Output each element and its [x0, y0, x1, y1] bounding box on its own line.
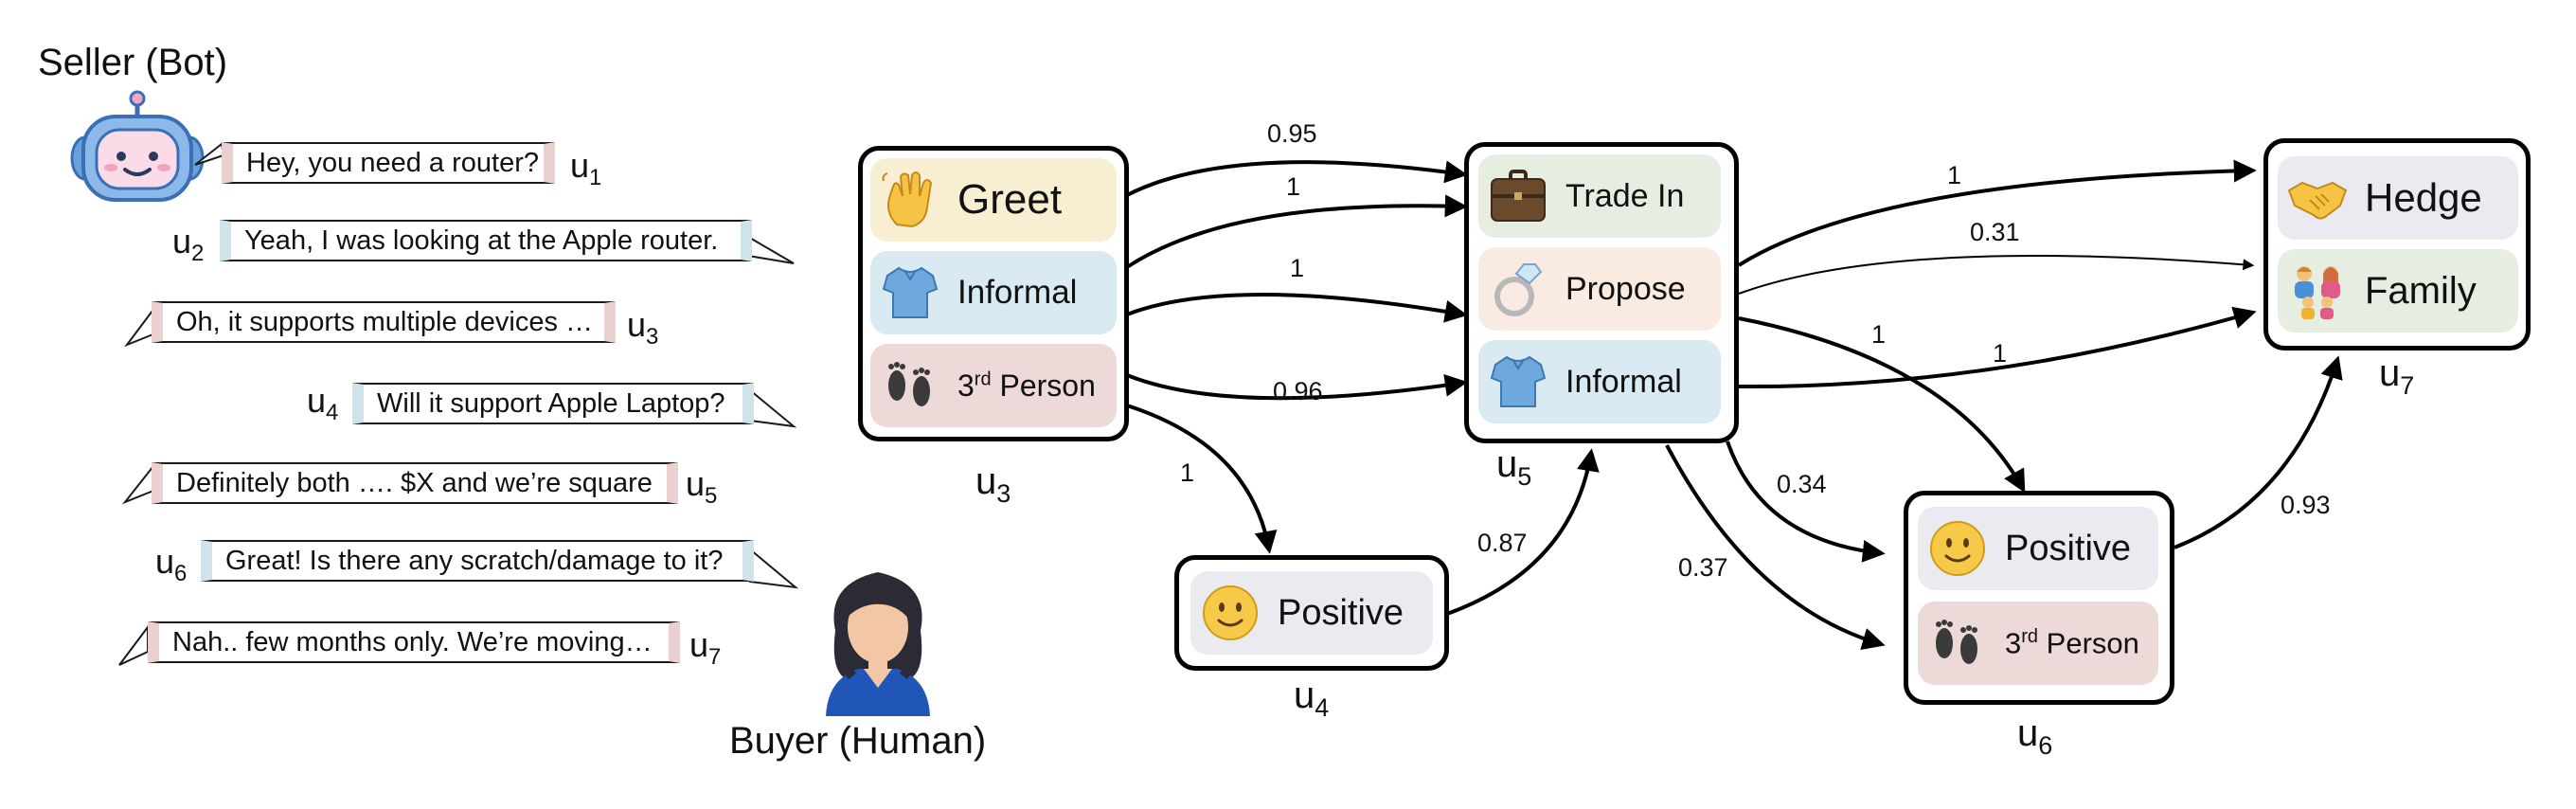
edge-weight: 0.34	[1777, 470, 1827, 498]
utterance-label: u2	[172, 222, 205, 267]
buyer-label: Buyer (Human)	[729, 720, 987, 762]
node-u7: Hedge Family	[2263, 138, 2531, 351]
footprints-icon	[1936, 620, 1977, 664]
chat-text: Definitely both …. $X and we’re square	[176, 467, 653, 498]
edge-u5-propose-u7-family	[1738, 255, 2255, 295]
edge-weight: 1	[1180, 458, 1195, 487]
edge-weight: 0.37	[1678, 553, 1728, 582]
edge-u3-informal-u5-tradein	[1125, 194, 1468, 269]
chat-text: Oh, it supports multiple devices …	[176, 306, 594, 337]
node-u6: Positive 3rd Person	[1904, 491, 2174, 705]
edge-u5-propose-u6-positive	[1738, 316, 2026, 494]
edge-weight: 1	[1871, 320, 1887, 349]
tag-text: Greet	[957, 176, 1063, 223]
chat-bubble-5: Definitely both …. $X and we’re square	[152, 462, 678, 504]
chat-bubble-1: Hey, you need a router?	[222, 142, 555, 184]
utterance-label: u6	[155, 542, 188, 587]
tag-text: 3rd Person	[957, 368, 1096, 403]
chat-text: Nah.. few months only. We’re moving…	[172, 626, 653, 657]
utterance-label: u5	[686, 464, 718, 510]
edge-u5-u6-positive	[1726, 440, 1886, 563]
edge-weight: 0.96	[1273, 377, 1323, 405]
utterance-label: u3	[627, 305, 659, 351]
robot-avatar-icon	[70, 90, 205, 202]
briefcase-icon	[1491, 170, 1546, 222]
smiley-icon	[1203, 585, 1258, 640]
tag-text: Informal	[1565, 363, 1682, 400]
tag-text: 3rd Person	[2005, 625, 2139, 660]
edge-u3-u4	[1126, 404, 1278, 554]
tag-informal: Informal	[1478, 340, 1721, 423]
edge-weight: 1	[1286, 172, 1301, 201]
chat-text: Hey, you need a router?	[246, 147, 539, 178]
node-u4: Positive	[1174, 555, 1449, 671]
tag-text: Trade In	[1565, 177, 1685, 214]
chat-bubble-2: Yeah, I was looking at the Apple router.	[220, 220, 752, 261]
tag-positive: Positive	[1918, 507, 2158, 590]
edge-weight: 1	[1290, 254, 1305, 282]
family-icon	[2295, 266, 2340, 319]
tag-text: Family	[2365, 269, 2477, 312]
edge-weight: 0.95	[1267, 119, 1317, 148]
shirt-icon	[882, 266, 939, 318]
smiley-icon	[1930, 521, 1985, 576]
utterance-label: u7	[689, 625, 722, 671]
edge-weight: 0.87	[1477, 529, 1528, 557]
footprints-icon	[888, 362, 930, 406]
edge-weight: 1	[1993, 339, 2008, 368]
tag-text: Propose	[1565, 270, 1686, 307]
tag-text: Informal	[957, 274, 1078, 311]
utterance-label: u1	[570, 146, 602, 191]
edge-u5-tradein-u7-hedge	[1737, 159, 2257, 267]
chat-bubble-6: Great! Is there any scratch/damage to it…	[201, 540, 754, 582]
tag-positive: Positive	[1190, 571, 1433, 655]
chat-bubble-4: Will it support Apple Laptop?	[352, 383, 754, 424]
waving-hand-icon	[882, 171, 933, 228]
node-label-u7: u7	[2379, 352, 2415, 400]
tag-propose: Propose	[1478, 247, 1721, 331]
edge-u5-u6-person	[1665, 444, 1886, 651]
tag-trade-in: Trade In	[1478, 154, 1721, 238]
edge-u4-u5	[1446, 448, 1600, 616]
chat-text: Great! Is there any scratch/damage to it…	[225, 545, 724, 576]
edge-u6-u7	[2174, 355, 2343, 549]
node-label-u6: u6	[2017, 712, 2053, 760]
buyer-avatar-icon	[826, 572, 930, 716]
tag-text: Hedge	[2365, 175, 2482, 220]
edge-u3-person-u5-informal	[1126, 373, 1468, 401]
node-label-u5: u5	[1496, 443, 1532, 491]
node-u5: Trade In Propose Informal	[1464, 142, 1739, 443]
utterance-label: u4	[307, 381, 339, 426]
seller-label: Seller (Bot)	[38, 42, 228, 83]
ring-icon	[1494, 263, 1543, 316]
edge-weight: 0.93	[2281, 491, 2331, 519]
chat-bubble-7: Nah.. few months only. We’re moving…	[148, 621, 680, 663]
tag-greet: Greet	[870, 158, 1117, 242]
edge-u5-informal-u7-family	[1738, 306, 2257, 389]
edge-weight: 0.31	[1970, 218, 2020, 246]
chat-text: Yeah, I was looking at the Apple router.	[244, 225, 719, 256]
edge-u3-informal-u5-propose	[1126, 293, 1468, 323]
handshake-icon	[2287, 181, 2348, 220]
tag-text: Positive	[2005, 528, 2132, 568]
tag-hedge: Hedge	[2278, 156, 2518, 240]
chat-bubble-3: Oh, it supports multiple devices …	[152, 301, 616, 343]
tag-text: Positive	[1278, 592, 1404, 633]
edge-u3-greet-u5-tradein	[1126, 160, 1468, 197]
edge-weight: 1	[1947, 161, 1962, 189]
tag-family: Family	[2278, 249, 2518, 333]
node-label-u3: u3	[975, 460, 1011, 508]
tag-informal: Informal	[870, 251, 1117, 334]
chat-text: Will it support Apple Laptop?	[377, 387, 725, 419]
shirt-icon	[1490, 355, 1547, 407]
node-label-u4: u4	[1294, 674, 1330, 722]
node-u3: Greet Informal 3rd Person	[858, 146, 1129, 441]
tag-third-person: 3rd Person	[870, 344, 1117, 427]
tag-third-person: 3rd Person	[1918, 602, 2158, 685]
